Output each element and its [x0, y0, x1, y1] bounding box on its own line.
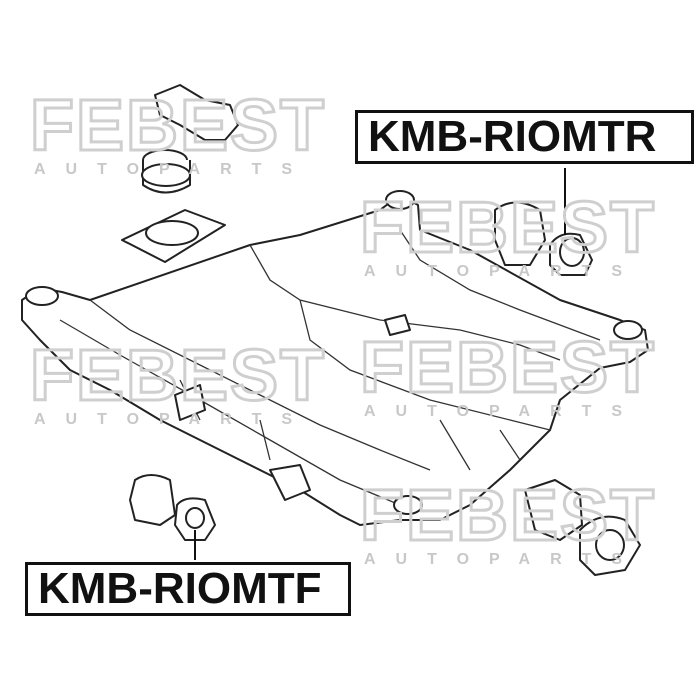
svg-text:FEBEST: FEBEST [360, 188, 656, 268]
svg-text:AUTOPARTS: AUTOPARTS [364, 263, 642, 280]
svg-text:AUTOPARTS: AUTOPARTS [34, 411, 312, 428]
front-mount-parts [129, 474, 216, 560]
rear-mount-parts [494, 168, 593, 276]
svg-text:FEBEST: FEBEST [360, 328, 656, 408]
part-label-front-mount: KMB-RIOMTF [25, 562, 351, 616]
svg-text:AUTOPARTS: AUTOPARTS [34, 161, 312, 178]
watermark-layer: FEBEST AUTOPARTS FEBEST AUTOPARTS FEBEST… [29, 85, 656, 569]
svg-text:FEBEST: FEBEST [30, 336, 326, 416]
svg-text:FEBEST: FEBEST [360, 476, 656, 556]
upper-engine-mount [121, 84, 239, 263]
side-mount-parts [524, 479, 641, 576]
svg-text:AUTOPARTS: AUTOPARTS [364, 551, 642, 568]
svg-text:AUTOPARTS: AUTOPARTS [364, 403, 642, 420]
part-label-rear-mount: KMB-RIOMTR [355, 110, 694, 164]
svg-text:FEBEST: FEBEST [30, 86, 326, 166]
subframe [21, 190, 649, 526]
